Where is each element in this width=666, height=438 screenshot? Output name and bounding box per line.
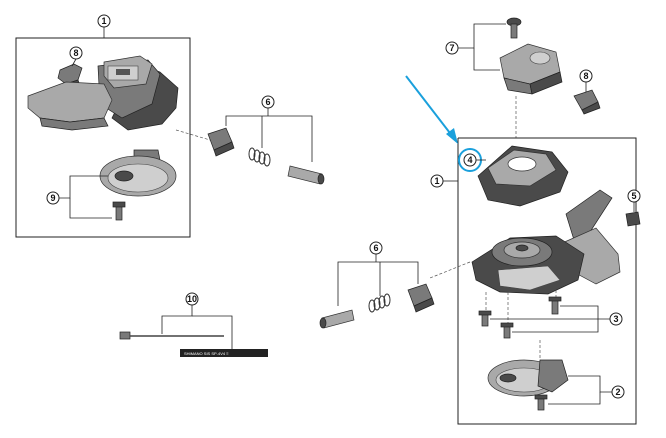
right-3-leader-c: [512, 319, 599, 333]
highlight-arrow: [405, 75, 458, 144]
right-assembly: 1 4 5: [405, 75, 641, 425]
right-part-7-screw: [506, 17, 522, 39]
svg-text:8: 8: [583, 71, 588, 81]
right-axis-dash-a: [429, 261, 471, 279]
svg-text:4: 4: [467, 155, 472, 165]
right-part-6-group: 6: [319, 241, 435, 329]
svg-text:3: 3: [613, 314, 618, 324]
right-part-6-bolt: [407, 283, 435, 313]
right-part-4-cover: [477, 145, 569, 207]
cable-10-leader-b: [192, 315, 233, 350]
callout-right-2: 2: [611, 385, 625, 399]
svg-text:1: 1: [101, 16, 106, 26]
left-assembly: 1 8: [15, 14, 211, 238]
left-part-6-spring: [248, 147, 271, 167]
left-8-leader: [71, 58, 77, 67]
right-part-3-screws: [478, 296, 562, 339]
right-shifter-body: [471, 189, 621, 295]
right-3-leader-a: [560, 305, 610, 320]
callout-right-5: 5: [627, 189, 641, 203]
callout-cable-10: 10: [185, 292, 199, 306]
callout-right-6: 6: [369, 241, 383, 255]
cable-10-leader-a: [161, 305, 193, 334]
left-part-6-bolt: [207, 127, 235, 157]
callout-left-9: 9: [46, 191, 60, 205]
callout-right-3: 3: [609, 312, 623, 326]
left-part-9-base: [99, 149, 177, 221]
right-2-leader-a: [568, 375, 612, 393]
svg-text:9: 9: [50, 193, 55, 203]
right-2-leader-b: [548, 392, 601, 405]
left-9-leader-a: [59, 175, 108, 199]
right-part-5-cap: [625, 211, 641, 227]
left-part-6-group: 6: [207, 95, 325, 185]
callout-left-6: 6: [261, 95, 275, 109]
svg-text:7: 7: [449, 43, 454, 53]
svg-text:6: 6: [265, 97, 270, 107]
svg-text:10: 10: [187, 294, 197, 304]
cable-part-10: SHIMANO SIS SP-4V4 ≡ 10: [119, 292, 268, 357]
left-9-leader-b: [69, 198, 112, 219]
right-6-leader-outer: [337, 261, 419, 306]
callout-left-1: 1: [97, 14, 111, 28]
left-6-leader-outer: [225, 115, 313, 162]
cable-print: SHIMANO SIS SP-4V4 ≡: [184, 351, 229, 356]
callout-left-8: 8: [69, 46, 83, 60]
svg-text:1: 1: [434, 176, 439, 186]
svg-text:8: 8: [73, 48, 78, 58]
right-7-leader-a: [458, 23, 506, 49]
left-part-6-cap: [287, 165, 325, 185]
right-7-leader-b: [473, 48, 500, 71]
callout-right-1: 1: [430, 174, 444, 188]
right-part-6-spring: [368, 293, 391, 313]
callout-right-7: 7: [445, 41, 459, 55]
svg-text:5: 5: [631, 191, 636, 201]
right-assembly-box: [457, 137, 637, 425]
callout-right-8: 8: [579, 69, 593, 83]
right-part-2-base: [487, 359, 569, 411]
right-top-group: 7 8: [445, 17, 601, 138]
left-shifter-body: [27, 55, 179, 131]
left-assembly-box: [15, 37, 191, 238]
right-part-7-clamp: [499, 43, 563, 95]
left-axis-dash: [175, 129, 211, 141]
svg-text:6: 6: [373, 243, 378, 253]
right-part-8-cap: [573, 89, 601, 115]
svg-text:2: 2: [615, 387, 620, 397]
right-part-6-cap: [319, 309, 355, 329]
